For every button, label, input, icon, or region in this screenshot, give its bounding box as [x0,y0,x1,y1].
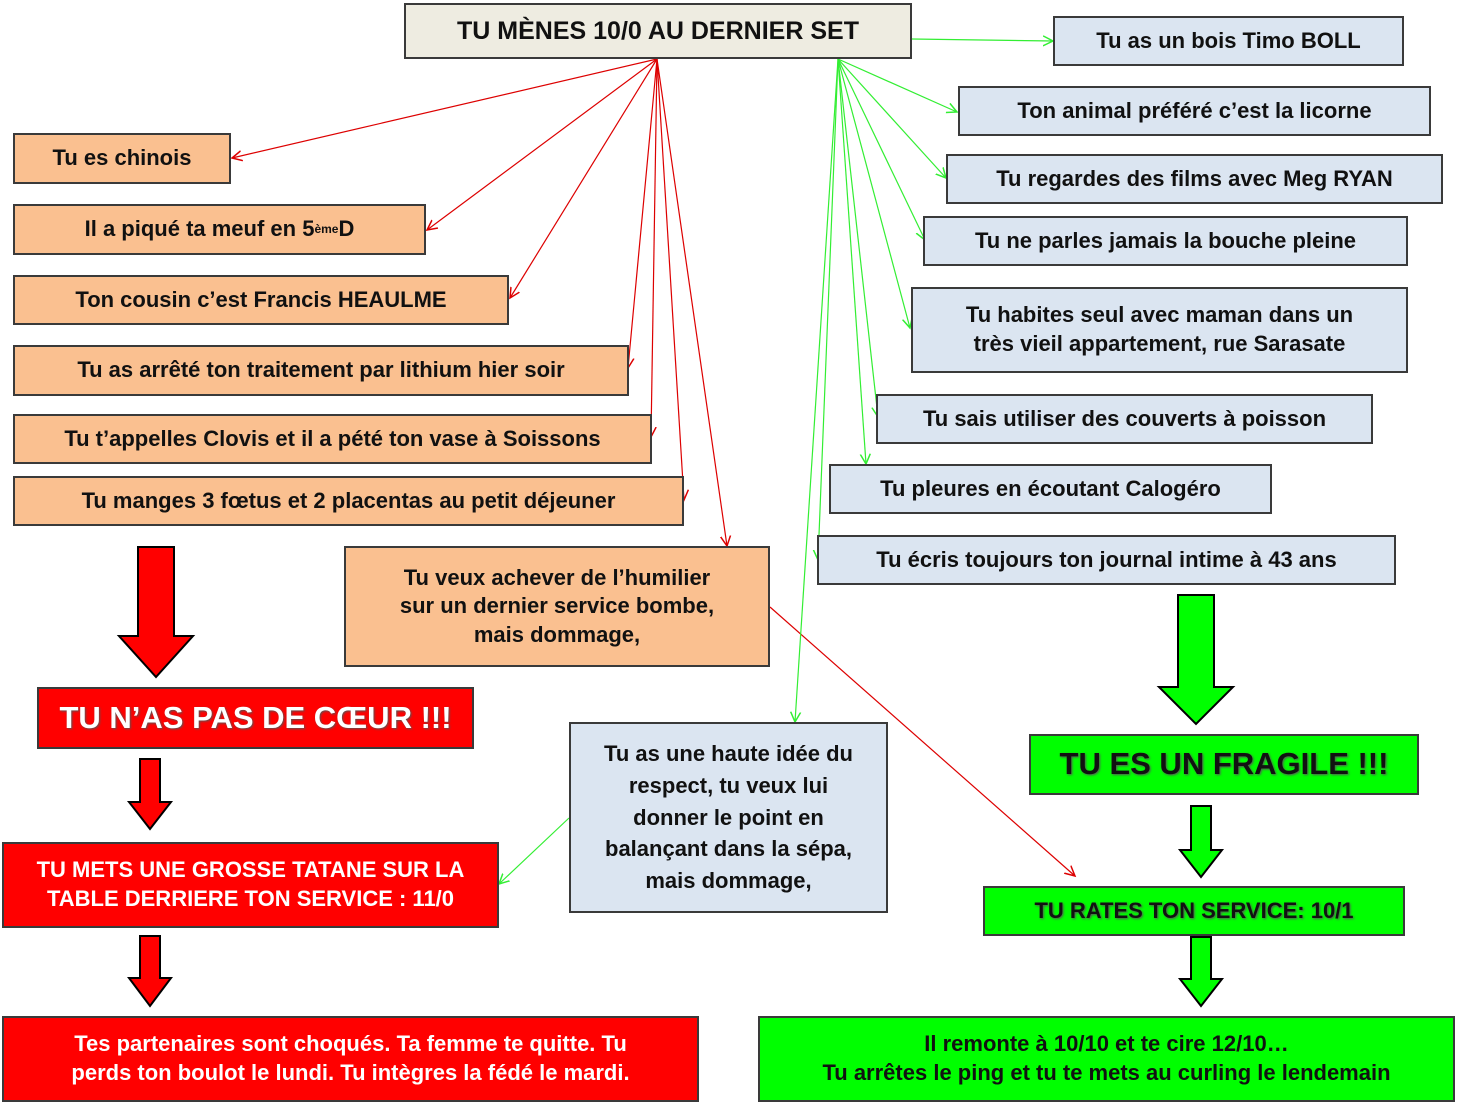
option-humilier-line-1: Tu veux achever de l’humilier [403,564,711,590]
option-meuf-suffix: D [338,216,355,242]
arrow-to-bouche [837,58,925,240]
option-calogero: Tu pleures en écoutant Calogéro [829,464,1272,514]
arrow-to-clovis [651,58,658,437]
option-meuf-text: Il a piqué ta meuf en 5 [84,216,315,242]
option-foetus: Tu manges 3 fœtus et 2 placentas au peti… [13,476,684,526]
green-block-arrow-1 [1156,594,1236,726]
verdict-fragile: TU ES UN FRAGILE !!! [1029,734,1419,795]
root-node: TU MÈNES 10/0 AU DERNIER SET [404,3,912,59]
option-respect-line-2: respect, tu veux lui [628,772,829,798]
option-respect-line-3: donner le point en [633,804,824,830]
option-humilier-line-2: sur un dernier service bombe, [399,593,715,619]
arrow-to-foetus [656,58,684,500]
option-respect-line-5: mais dommage, [645,868,812,894]
option-journal: Tu écris toujours ton journal intime à 4… [817,535,1396,585]
option-boll: Tu as un bois Timo BOLL [1053,16,1404,66]
consequence-green-line-2: Tu arrêtes le ping et tu te mets au curl… [822,1060,1391,1085]
red-block-arrow-1 [116,546,196,679]
result-tatane-line-1: TU METS UNE GROSSE TATANE SUR LA [36,857,465,883]
green-block-arrow-3 [1177,936,1225,1008]
option-poisson: Tu sais utiliser des couverts à poisson [876,394,1373,444]
option-respect: Tu as une haute idée du respect, tu veux… [569,722,888,913]
arrow-to-boll [911,39,1053,41]
option-lithium: Tu as arrêté ton traitement par lithium … [13,345,629,396]
arrow-humilier-to-rates [769,606,1075,876]
arrow-to-megryan [837,58,946,178]
option-humilier-line-3: mais dommage, [473,621,641,647]
option-maman-line-2: très vieil appartement, rue Sarasate [973,331,1346,356]
arrow-to-cousin [510,58,658,298]
arrow-to-poisson [837,58,878,417]
arrow-to-journal [818,58,839,560]
arrow-respect-to-tatane [499,817,570,884]
red-block-arrow-2 [126,758,174,831]
consequence-red-line-1: Tes partenaires sont choqués. Ta femme t… [74,1031,627,1057]
result-tatane: TU METS UNE GROSSE TATANE SUR LA TABLE D… [2,842,499,928]
arrow-to-lithium [628,58,658,368]
option-chinois: Tu es chinois [13,133,231,184]
option-cousin: Ton cousin c’est Francis HEAULME [13,275,509,325]
result-rates-service: TU RATES TON SERVICE: 10/1 [983,886,1405,936]
arrow-to-respect [795,58,839,722]
result-tatane-line-2: TABLE DERRIERE TON SERVICE : 11/0 [46,886,455,911]
option-licorne: Ton animal préféré c’est la licorne [958,86,1431,136]
arrow-to-humilier [656,58,727,546]
consequence-green-line-1: Il remonte à 10/10 et te cire 12/10… [924,1031,1289,1057]
arrow-to-chinois [232,58,658,158]
consequence-red-line-2: perds ton boulot le lundi. Tu intègres l… [71,1060,630,1085]
red-block-arrow-3 [127,935,173,1008]
option-megryan: Tu regardes des films avec Meg RYAN [946,154,1443,204]
option-bouche: Tu ne parles jamais la bouche pleine [923,216,1408,266]
option-respect-line-1: Tu as une haute idée du [604,740,853,766]
consequence-red: Tes partenaires sont choqués. Ta femme t… [2,1016,699,1102]
arrow-to-meuf [427,58,658,230]
arrow-to-licorne [837,58,957,112]
verdict-pas-de-coeur: TU N’AS PAS DE CŒUR !!! [37,687,474,749]
option-humilier: Tu veux achever de l’humilier sur un der… [344,546,770,667]
option-meuf-sup: ème [314,221,339,236]
arrow-to-maman [837,58,910,328]
option-clovis: Tu t’appelles Clovis et il a pété ton va… [13,414,652,464]
option-respect-line-4: balançant dans la sépa, [605,836,852,862]
option-maman-line-1: Tu habites seul avec maman dans un [965,302,1354,328]
arrow-to-calogero [837,58,866,464]
consequence-green: Il remonte à 10/10 et te cire 12/10… Tu … [758,1016,1455,1102]
option-maman: Tu habites seul avec maman dans un très … [911,287,1408,373]
green-block-arrow-2 [1177,805,1225,879]
